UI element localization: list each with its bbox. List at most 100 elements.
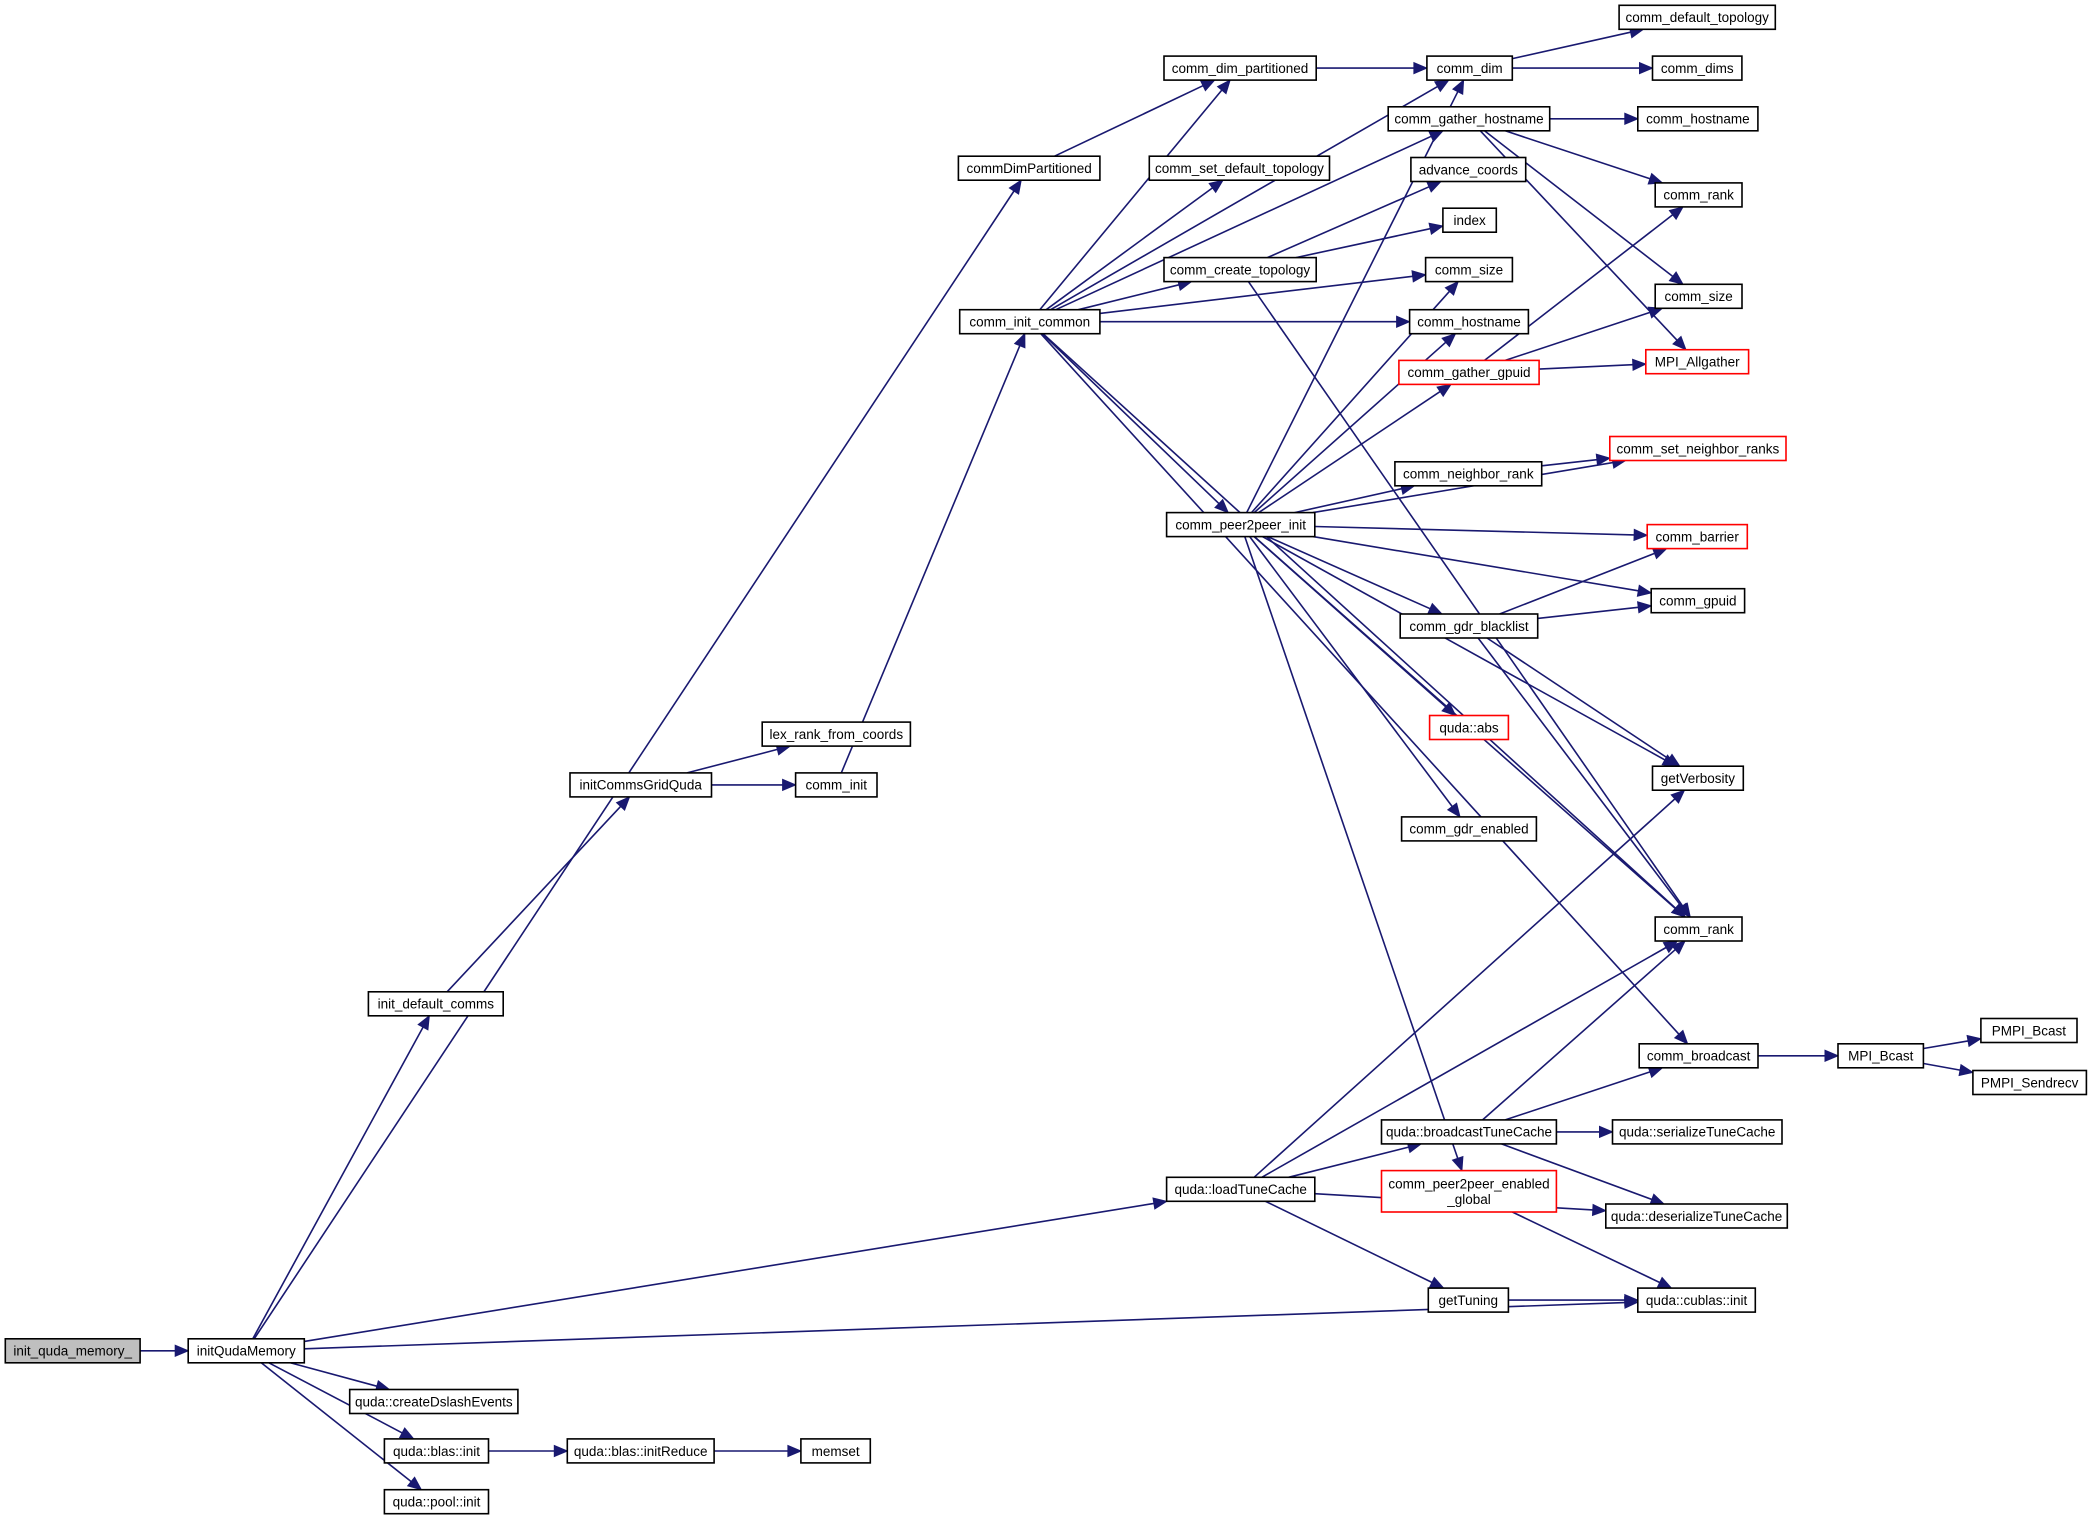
node-quda-cublas-init[interactable]: quda::cublas::init	[1637, 1287, 1757, 1313]
node-initQudaMemory[interactable]: initQudaMemory	[187, 1338, 306, 1364]
node-label: comm_gpuid	[1659, 594, 1736, 609]
edge-comm_create_topology-to-index	[1295, 222, 1445, 259]
node-quda-createDslashEvents[interactable]: quda::createDslashEvents	[348, 1388, 519, 1415]
node-quda-deserializeTuneCache[interactable]: quda::deserializeTuneCache	[1605, 1203, 1789, 1229]
node-comm-rank-b[interactable]: comm_rank	[1654, 916, 1743, 942]
node-quda-broadcastTuneCache[interactable]: quda::broadcastTuneCache	[1380, 1119, 1558, 1145]
node-box	[1651, 55, 1743, 81]
node-comm-create-topology[interactable]: comm_create_topology	[1163, 256, 1317, 283]
arrowhead-icon	[406, 1476, 423, 1491]
node-comm-barrier[interactable]: comm_barrier	[1646, 523, 1749, 550]
node-quda-blas-init[interactable]: quda::blas::init	[383, 1438, 490, 1464]
arrowhead-icon	[1428, 222, 1445, 235]
node-label: comm_init	[806, 778, 868, 793]
node-commDimPartitioned[interactable]: commDimPartitioned	[957, 155, 1101, 181]
edge-comm_gdr_blacklist-to-comm_gpuid	[1537, 601, 1653, 620]
edge-comm_peer2peer_init-to-comm_gdr_enabled	[1249, 536, 1461, 818]
edge-initQudaMemory-to-quda_pool_init	[260, 1362, 423, 1491]
edge-line	[1482, 949, 1676, 1121]
node-comm-peer2peer-init[interactable]: comm_peer2peer_init	[1165, 511, 1316, 538]
node-comm-hostname-a[interactable]: comm_hostname	[1408, 308, 1530, 335]
arrowhead-icon	[1966, 1034, 1983, 1048]
node-label: commDimPartitioned	[966, 161, 1091, 176]
node-quda-loadTuneCache[interactable]: quda::loadTuneCache	[1165, 1176, 1316, 1203]
node-init-default-comms[interactable]: init_default_comms	[367, 990, 504, 1017]
node-quda-abs[interactable]: quda::abs	[1428, 714, 1510, 741]
node-comm-gdr-enabled[interactable]: comm_gdr_enabled	[1400, 816, 1538, 842]
node-comm-default-topology[interactable]: comm_default_topology	[1618, 4, 1777, 31]
node-comm-gdr-blacklist[interactable]: comm_gdr_blacklist	[1399, 613, 1539, 639]
node-comm-init[interactable]: comm_init	[794, 772, 878, 798]
edge-comm_gather_hostname-to-comm_size_b	[1484, 130, 1685, 286]
node-quda-serializeTuneCache[interactable]: quda::serializeTuneCache	[1611, 1119, 1783, 1145]
node-box	[1165, 511, 1316, 538]
node-index[interactable]: index	[1442, 207, 1498, 233]
node-comm-neighbor-rank[interactable]: comm_neighbor_rank	[1394, 460, 1543, 487]
node-box	[1442, 207, 1498, 233]
edge-line	[1504, 130, 1651, 180]
node-box	[1424, 256, 1514, 283]
node-comm-hostname-b[interactable]: comm_hostname	[1637, 106, 1759, 132]
node-advance-coords[interactable]: advance_coords	[1410, 156, 1527, 183]
node-comm-rank-a[interactable]: comm_rank	[1654, 182, 1743, 208]
arrowhead-icon	[1436, 383, 1453, 398]
edge-comm_dim_partitioned-to-comm_dim	[1316, 61, 1429, 75]
edge-line	[1050, 85, 1438, 311]
arrowhead-icon	[1665, 753, 1681, 767]
node-comm-dim[interactable]: comm_dim	[1426, 55, 1514, 81]
node-label: comm_size	[1435, 262, 1503, 277]
edge-comm_init_common-to-comm_peer2peer_init	[1041, 333, 1230, 514]
edge-line	[1039, 89, 1223, 311]
node-MPI-Bcast[interactable]: MPI_Bcast	[1837, 1043, 1925, 1069]
node-comm-size-b[interactable]: comm_size	[1654, 283, 1743, 310]
arrowhead-icon	[1008, 179, 1022, 195]
node-comm-peer2peer-enabled-global[interactable]: comm_peer2peer_enabled_global	[1380, 1169, 1558, 1213]
arrowhead-icon	[1152, 1197, 1168, 1210]
edge-comm_peer2peer_init-to-comm_gdr_blacklist	[1267, 535, 1444, 615]
node-quda-blas-initReduce[interactable]: quda::blas::initReduce	[566, 1438, 715, 1464]
arrowhead-icon	[1633, 528, 1649, 542]
node-comm-gather-gpuid[interactable]: comm_gather_gpuid	[1398, 359, 1540, 386]
node-comm-set-neighbor-ranks[interactable]: comm_set_neighbor_ranks	[1609, 435, 1787, 462]
node-comm-size-a[interactable]: comm_size	[1424, 256, 1514, 283]
node-box	[1165, 1176, 1316, 1203]
node-comm-set-default-topology[interactable]: comm_set_default_topology	[1148, 155, 1331, 181]
node-getTuning[interactable]: getTuning	[1427, 1287, 1510, 1313]
node-comm-dim-partitioned[interactable]: comm_dim_partitioned	[1163, 55, 1317, 81]
edge-comm_init_common-to-comm_set_default_topology	[1045, 179, 1225, 311]
arrowhead-icon	[1649, 1193, 1666, 1206]
edge-line	[268, 1362, 403, 1434]
node-initCommsGridQuda[interactable]: initCommsGridQuda	[569, 772, 713, 798]
node-label: comm_create_topology	[1170, 262, 1311, 277]
node-label: comm_peer2peer_enabled_global	[1388, 1176, 1549, 1207]
node-label: advance_coords	[1419, 162, 1518, 177]
node-comm-gather-hostname[interactable]: comm_gather_hostname	[1387, 106, 1551, 132]
node-lex-rank-from-coords[interactable]: lex_rank_from_coords	[761, 721, 912, 747]
node-MPI-Allgather[interactable]: MPI_Allgather	[1645, 348, 1750, 375]
node-box	[1380, 1119, 1558, 1145]
edge-line	[1294, 487, 1402, 514]
edge-line	[260, 1362, 412, 1483]
node-PMPI-Bcast[interactable]: PMPI_Bcast	[1980, 1017, 2078, 1044]
node-comm-init-common[interactable]: comm_init_common	[958, 308, 1101, 335]
node-quda-pool-init[interactable]: quda::pool::init	[383, 1488, 490, 1515]
node-comm-dims[interactable]: comm_dims	[1651, 55, 1743, 81]
arrowhead-icon	[1441, 332, 1457, 348]
node-box	[1609, 435, 1787, 462]
node-comm-broadcast[interactable]: comm_broadcast	[1638, 1043, 1759, 1069]
node-memset[interactable]: memset	[800, 1438, 872, 1464]
edge-line	[1477, 637, 1683, 908]
edge-comm_broadcast-to-MPI_Bcast	[1758, 1049, 1840, 1063]
edge-line	[1055, 135, 1432, 311]
node-getVerbosity[interactable]: getVerbosity	[1651, 765, 1745, 792]
arrowhead-icon	[174, 1344, 190, 1358]
edge-line	[1537, 606, 1639, 620]
node-init-quda-memory-[interactable]: init_quda_memory_	[4, 1338, 141, 1364]
arrowhead-icon	[615, 795, 631, 811]
node-comm-gpuid[interactable]: comm_gpuid	[1650, 587, 1746, 614]
node-PMPI-Sendrecv[interactable]: PMPI_Sendrecv	[1972, 1069, 2088, 1096]
edges-layer	[140, 26, 1983, 1491]
node-box	[1611, 1119, 1783, 1145]
edge-quda_blas_init-to-quda_blas_initReduce	[488, 1444, 569, 1458]
edge-line	[304, 1301, 1625, 1350]
